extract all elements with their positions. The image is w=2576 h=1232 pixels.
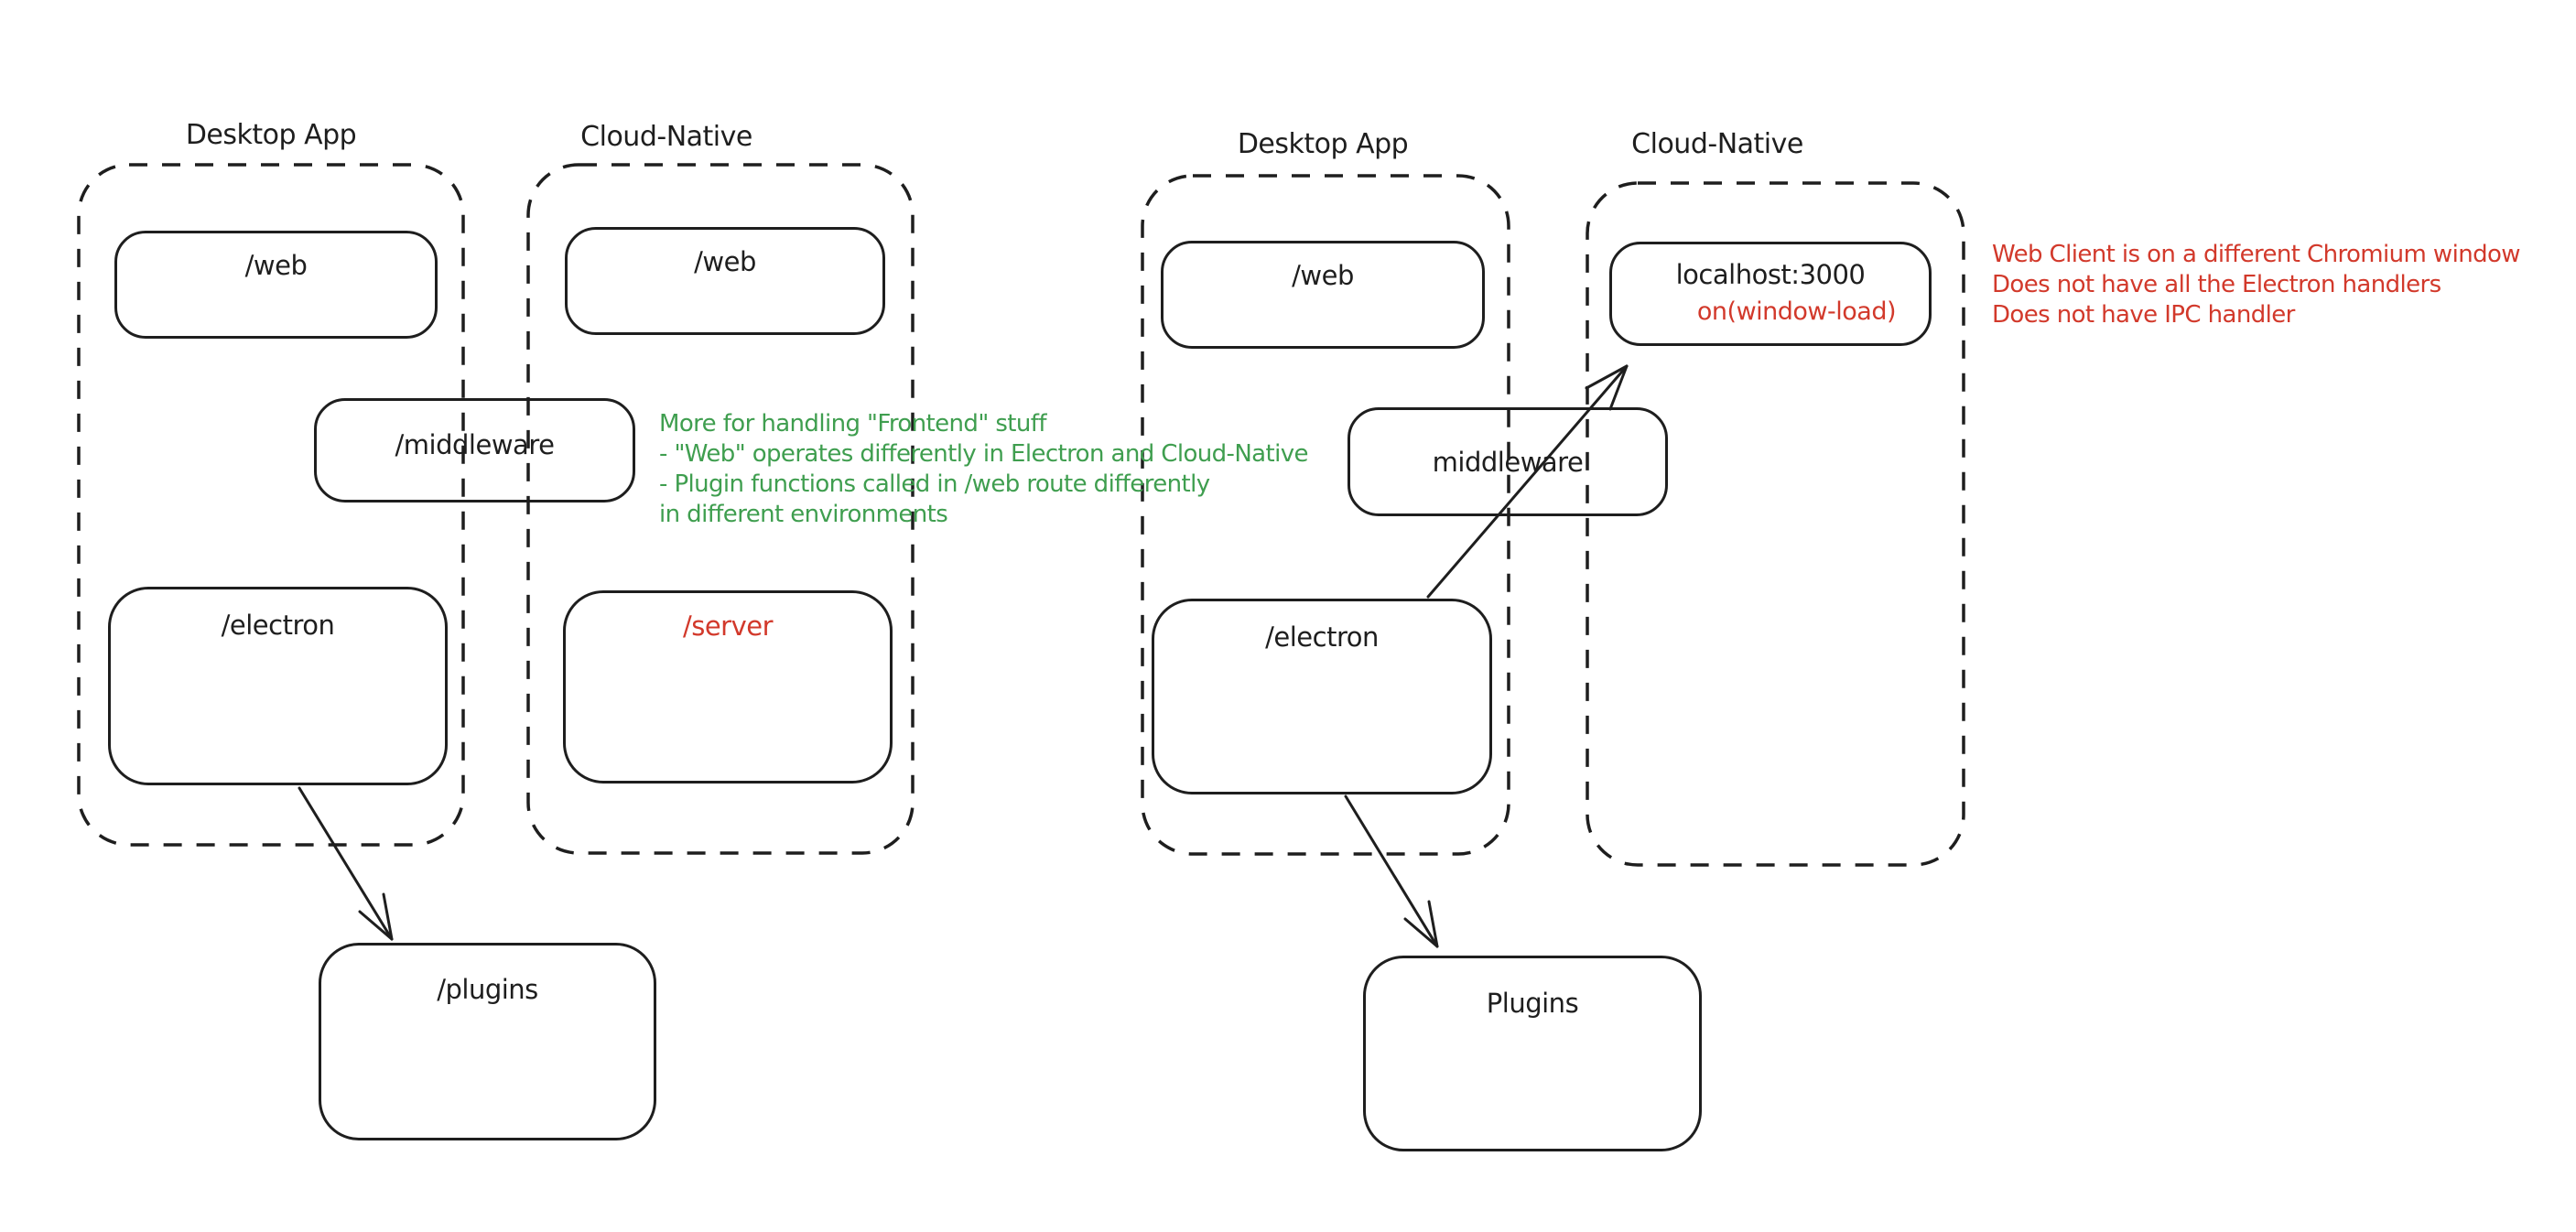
left-cloud-native-label: Cloud-Native [580,121,752,153]
right-electron-label: /electron [1265,621,1379,653]
red-annotation: Web Client is on a different Chromium wi… [1992,240,2521,330]
green-annotation-line: More for handling "Frontend" stuff [659,410,1046,438]
right-middleware-label: middleware [1432,447,1584,478]
right-desktop-app-label: Desktop App [1237,128,1409,160]
right-plugins-label: Plugins [1486,988,1579,1019]
right-localhost-box: localhost:3000 on(window-load) [1609,242,1932,346]
right-middleware-box: middleware [1348,407,1668,516]
left-web-desktop-label: /web [244,250,308,281]
left-electron-label: /electron [221,610,335,641]
arrow-electron-to-plugins-right [1344,794,1439,948]
green-annotation-line: in different environments [659,501,948,528]
right-web-label: /web [1292,260,1354,291]
arrow-electron-to-plugins-left [298,786,394,941]
red-annotation-line: Web Client is on a different Chromium wi… [1992,241,2521,268]
right-web-box: /web [1161,241,1485,349]
right-electron-box: /electron [1152,599,1492,794]
green-annotation: More for handling "Frontend" stuff - "We… [659,409,1309,530]
green-annotation-line: - Plugin functions called in /web route … [659,470,1210,498]
left-middleware-box: /middleware [314,398,635,503]
right-localhost-label: localhost:3000 [1675,259,1866,290]
red-annotation-line: Does not have all the Electron handlers [1992,271,2441,298]
left-plugins-label: /plugins [437,974,538,1005]
left-middleware-label: /middleware [395,429,555,460]
left-desktop-app-label: Desktop App [185,119,357,151]
left-electron-box: /electron [108,587,448,785]
green-annotation-line: - "Web" operates differently in Electron… [659,440,1309,468]
left-web-cloud-box: /web [565,227,885,335]
right-plugins-box: Plugins [1363,956,1702,1151]
right-window-load-label: on(window-load) [1696,297,1897,326]
left-server-box: /server [563,590,893,784]
left-server-label: /server [682,611,774,642]
red-annotation-line: Does not have IPC handler [1992,301,2295,329]
left-web-desktop-box: /web [114,231,438,339]
left-web-cloud-label: /web [694,246,756,277]
left-plugins-box: /plugins [319,943,656,1140]
right-cloud-native-label: Cloud-Native [1631,128,1803,160]
